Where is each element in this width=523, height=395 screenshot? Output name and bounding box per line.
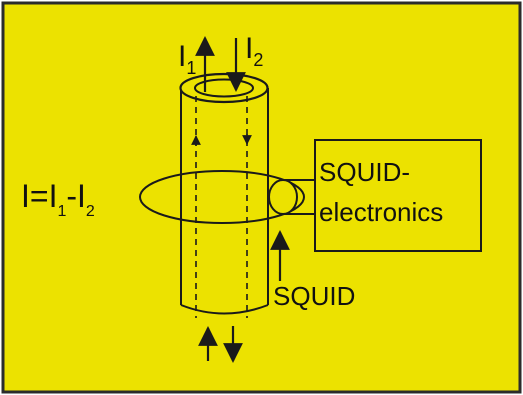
coaxial-tube-icon [179,72,269,318]
tube-bottom-curve [180,304,269,315]
tube-top-inner-rim [194,78,254,98]
electronics-label-line1: SQUID- [319,157,410,187]
squid-ring-icon [268,179,298,215]
top-current-arrows [195,36,246,92]
label-current-2: I2 [245,32,263,70]
label-current-1: I1 [178,40,196,78]
pickup-loop-icon [139,170,305,224]
squid-label: SQUID [273,281,355,311]
electronics-label-line2: electronics [319,197,443,227]
bottom-current-arrows [198,326,243,363]
label-current-difference: I=I1-I2 [21,178,95,220]
tube-top-outer-rim [179,72,269,104]
squid-electronics-box [314,139,482,252]
